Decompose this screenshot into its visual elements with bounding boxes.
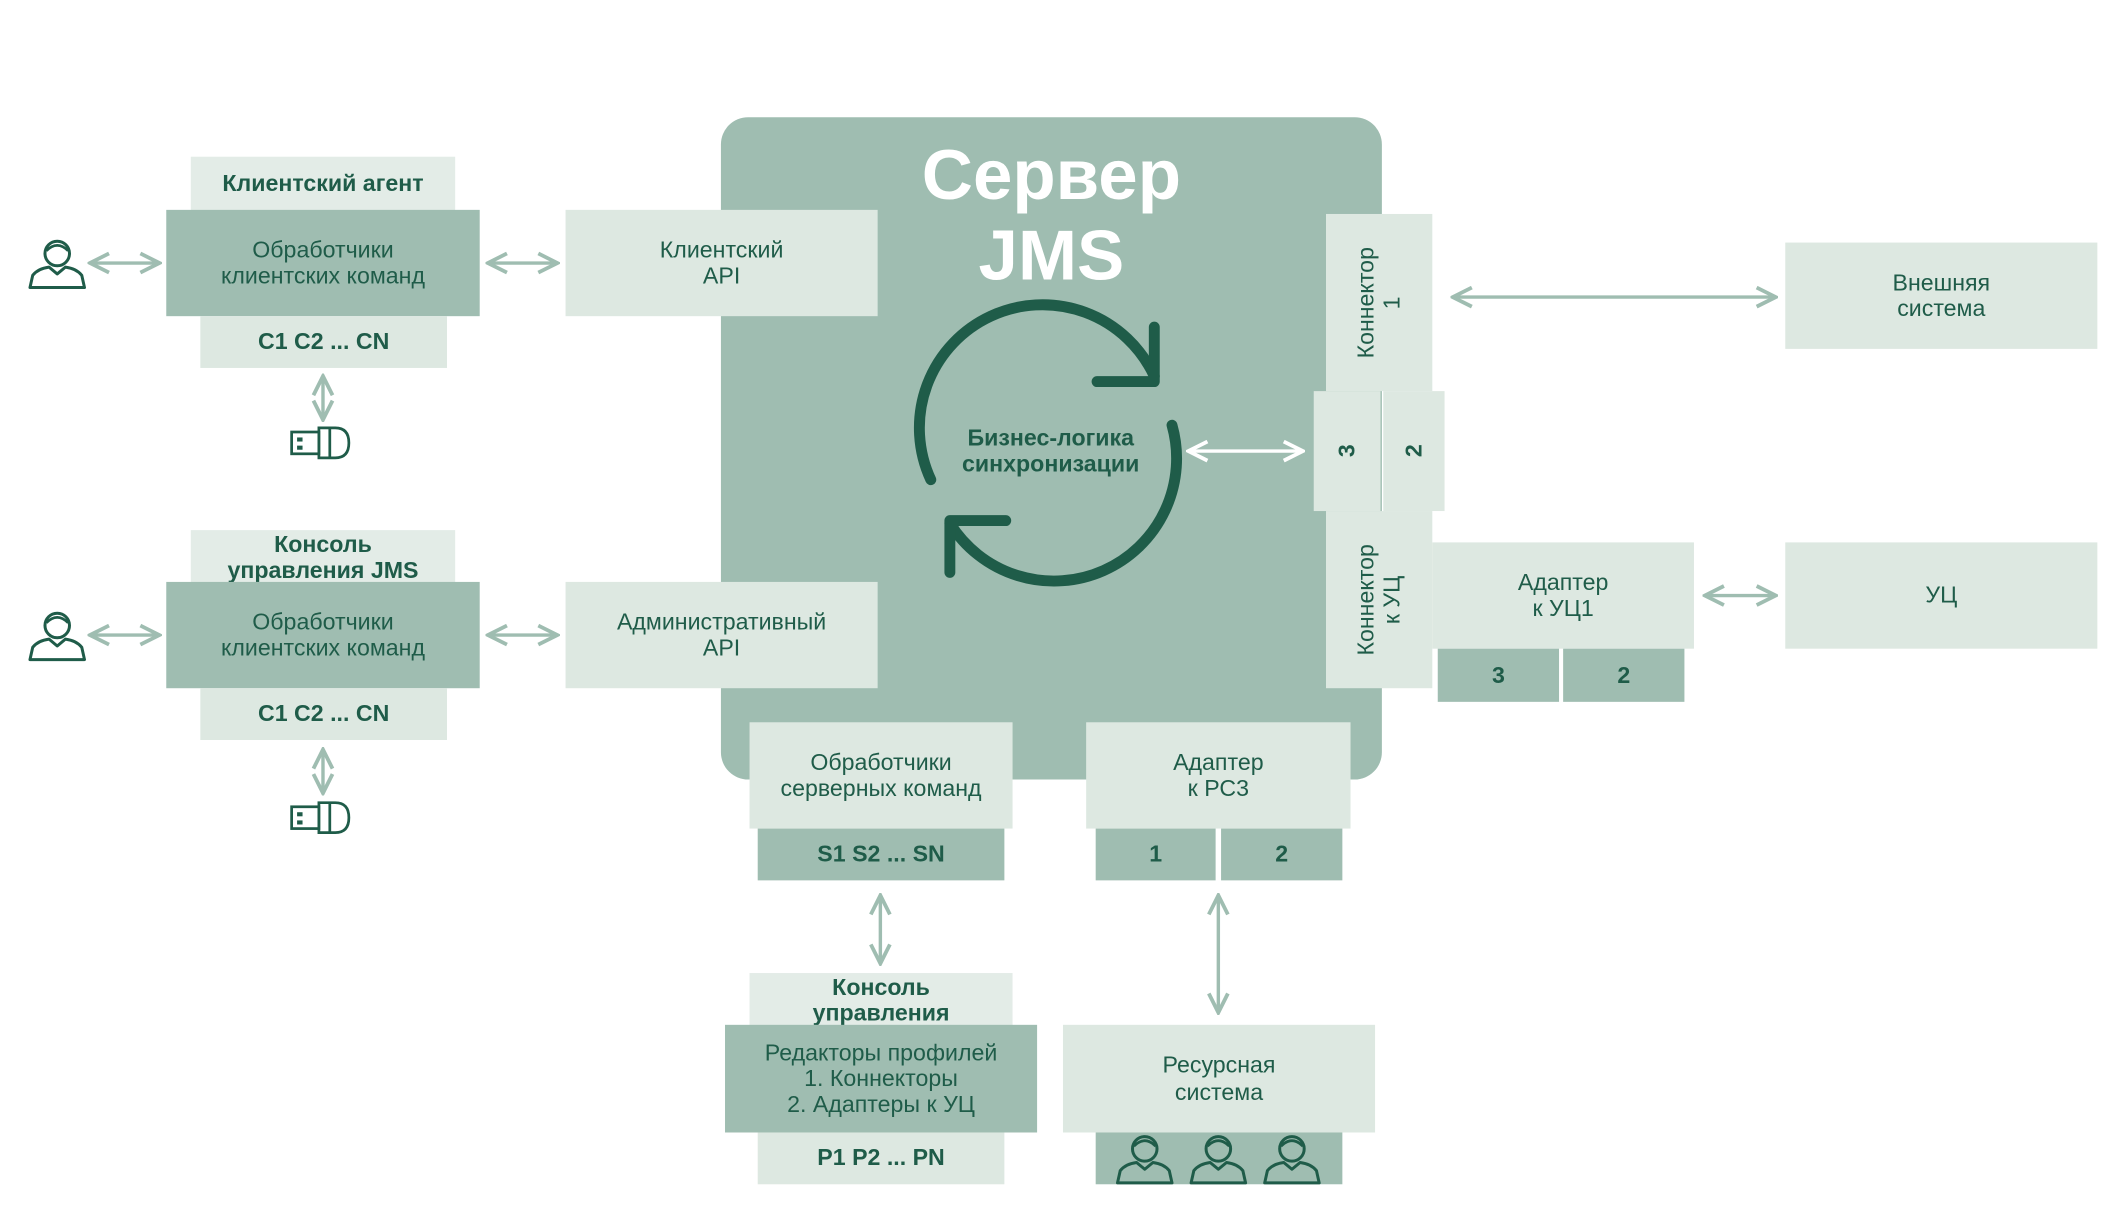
mgmt-console-editors: Редакторы профилей 1. Коннекторы 2. Адап… bbox=[725, 1024, 1038, 1133]
connector-port-2: 2 bbox=[1383, 391, 1445, 512]
server-title: Сервер JMS bbox=[921, 136, 1181, 296]
user-icon bbox=[1189, 1135, 1248, 1185]
ca-adapter-port-3: 3 bbox=[1437, 648, 1560, 702]
usb-token-icon bbox=[290, 426, 351, 460]
server-commands: S1 S2 ... SN bbox=[757, 828, 1005, 881]
jms-console-handlers: Обработчики клиентских команд bbox=[166, 581, 480, 689]
jms-console-commands: C1 C2 ... CN bbox=[200, 688, 447, 741]
client-agent-label: Клиентский агент bbox=[190, 156, 456, 212]
ca-adapter-port-2: 2 bbox=[1563, 648, 1685, 702]
client-agent-handlers: Обработчики клиентских команд bbox=[166, 209, 480, 317]
sync-cycle-icon bbox=[913, 299, 1182, 587]
resource-system: Ресурсная система bbox=[1062, 1024, 1376, 1133]
business-logic-label: Бизнес-логика синхронизации bbox=[962, 425, 1140, 477]
connector-port-3: 3 bbox=[1313, 391, 1381, 512]
usb-token-icon bbox=[290, 801, 351, 835]
mgmt-console-label: Консоль управления bbox=[749, 973, 1013, 1028]
ca-box: УЦ bbox=[1785, 542, 2098, 649]
server-handlers: Обработчики серверных команд bbox=[749, 722, 1013, 829]
client-agent-commands: C1 C2 ... CN bbox=[200, 316, 447, 368]
user-icon bbox=[1115, 1135, 1174, 1185]
external-system: Внешняя система bbox=[1785, 242, 2098, 349]
rs-adapter: Адаптер к РС3 bbox=[1086, 722, 1351, 829]
rs-adapter-port-1: 1 bbox=[1095, 828, 1216, 881]
user-icon bbox=[28, 239, 86, 290]
mgmt-console-profiles: P1 P2 ... PN bbox=[757, 1132, 1005, 1185]
user-icon bbox=[28, 611, 86, 662]
rs-adapter-port-2: 2 bbox=[1221, 828, 1343, 881]
ca-adapter: Адаптер к УЦ1 bbox=[1432, 542, 1694, 649]
client-api: Клиентский API bbox=[565, 209, 878, 317]
admin-api: Административный API bbox=[565, 581, 878, 689]
jms-console-label: Консоль управления JMS bbox=[190, 530, 456, 585]
user-icon bbox=[1263, 1135, 1321, 1185]
